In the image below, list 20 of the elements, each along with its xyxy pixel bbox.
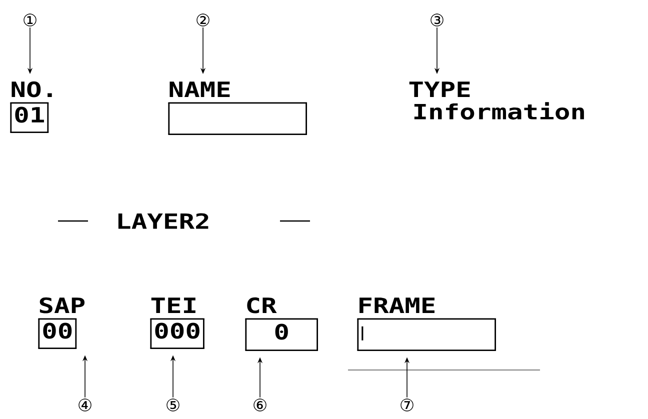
callout-number: ① [24,14,36,26]
callout-number: ② [196,14,210,26]
callout-number: ③ [430,14,444,26]
input-field: 01 [10,102,49,133]
input-field: 000 [150,318,204,349]
callout-number: ⑥ [254,398,266,412]
field-label: FRAME [360,298,434,313]
field-label: NO. [12,81,52,98]
field-label: NAME [170,82,230,97]
field-value: Information [414,102,584,120]
field-label: TEI [151,298,196,313]
field-label: SAP [40,297,85,314]
layer-title: LAYER2 [118,213,208,229]
input-field: 00 [38,318,77,349]
input-field: 0 [245,318,318,351]
callout-number: ⑦ [400,398,414,412]
field-label: TYPE [409,82,470,97]
callout-number: ④ [78,398,92,412]
callout-number: ⑤ [166,398,180,412]
field-label: CR [247,297,277,314]
